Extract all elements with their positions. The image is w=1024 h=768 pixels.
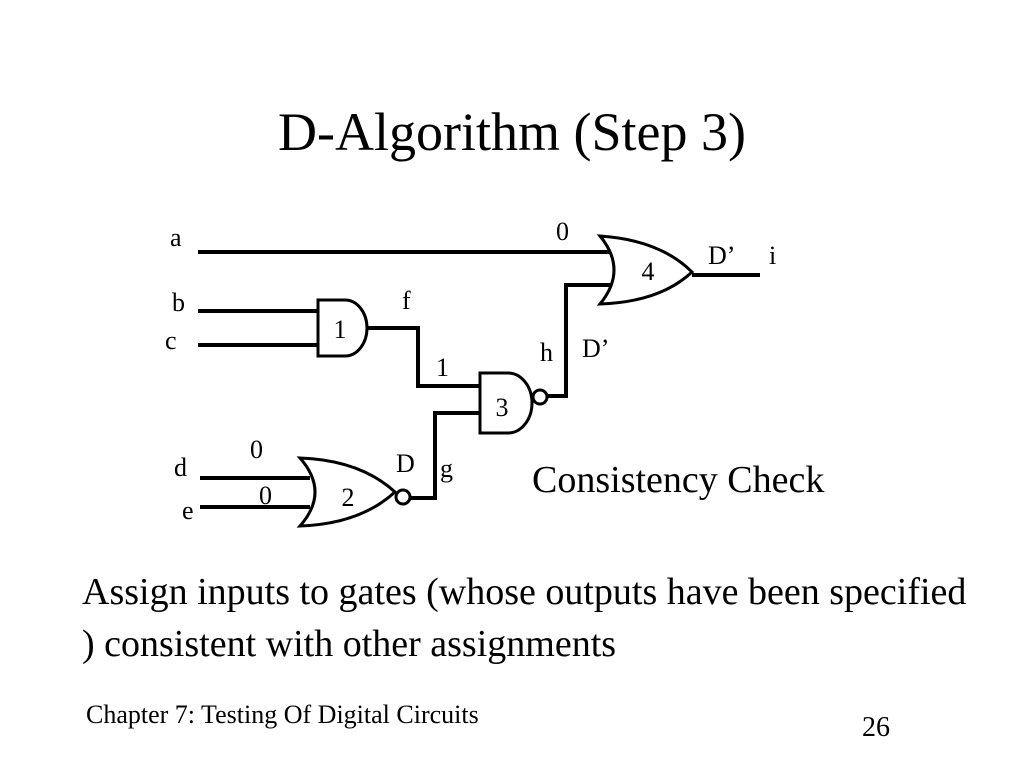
value-d: 0 xyxy=(250,435,263,464)
input-c-label: c xyxy=(165,326,177,355)
explanation-text: Assign inputs to gates (whose outputs ha… xyxy=(82,571,967,665)
footer-chapter: Chapter 7: Testing Of Digital Circuits xyxy=(86,700,479,729)
wire-g xyxy=(410,411,486,500)
input-b-label: b xyxy=(172,288,185,317)
gate-2-bubble xyxy=(394,488,412,506)
input-d-label: d xyxy=(174,453,187,482)
value-h: D’ xyxy=(582,334,609,363)
value-a: 0 xyxy=(556,217,569,246)
gate-1-label: 1 xyxy=(334,315,347,344)
value-g: D xyxy=(396,449,415,478)
gate-3-nand xyxy=(478,371,534,435)
net-h-label: h xyxy=(540,338,553,367)
net-f-label: f xyxy=(402,286,411,315)
gate-4-label: 4 xyxy=(642,257,655,286)
input-e-label: e xyxy=(182,496,194,525)
slide-title: D-Algorithm (Step 3) xyxy=(278,102,746,162)
value-i: D’ xyxy=(708,241,735,270)
wire-h xyxy=(548,283,620,398)
input-a-label: a xyxy=(170,223,182,252)
gate-3-label: 3 xyxy=(496,393,509,422)
gate-1-and xyxy=(316,298,369,358)
page-number: 26 xyxy=(862,712,890,743)
gate-4-or xyxy=(596,234,695,306)
wire-f xyxy=(367,326,486,388)
value-f: 1 xyxy=(436,353,449,382)
gate-3-bubble xyxy=(531,388,549,406)
gate-2-nor xyxy=(296,456,398,528)
value-e: 0 xyxy=(259,481,272,510)
consistency-check-label: Consistency Check xyxy=(532,459,825,501)
net-g-label: g xyxy=(440,454,453,483)
net-i-label: i xyxy=(769,241,776,270)
gate-2-label: 2 xyxy=(342,483,355,512)
